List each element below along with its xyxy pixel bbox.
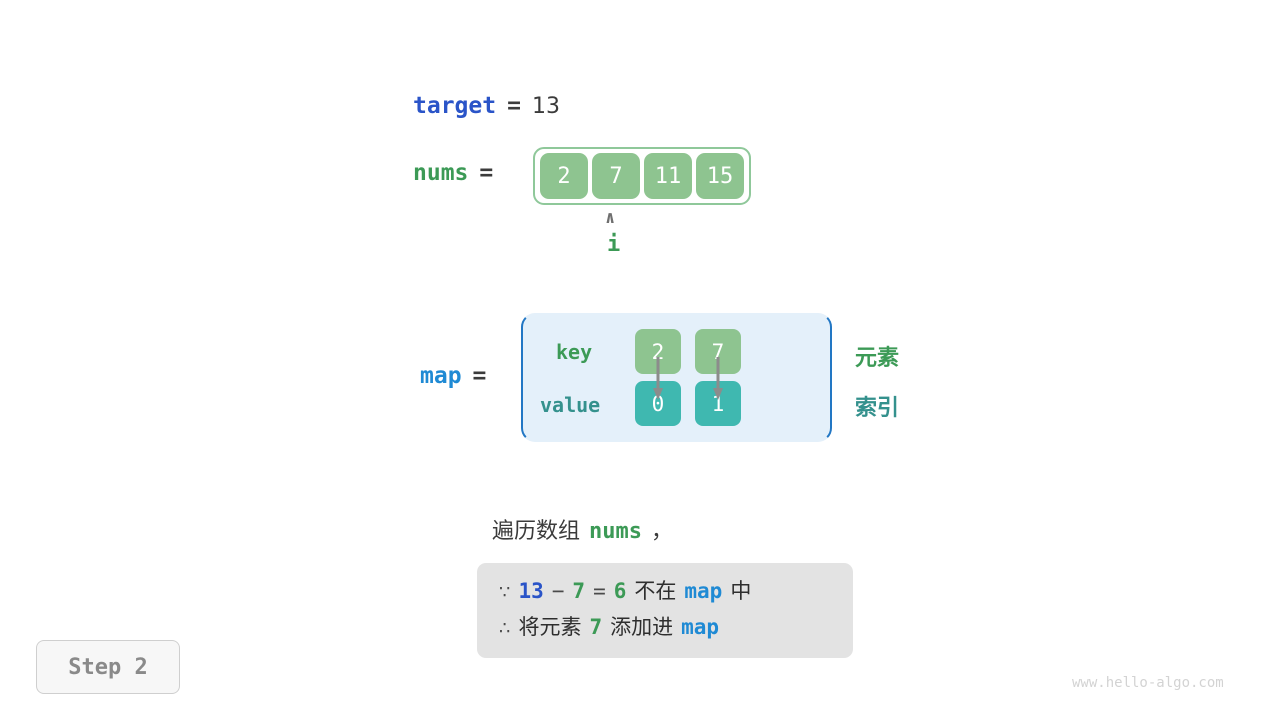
callout-line-1: ∵ 13 − 7 = 6 不在 map 中	[499, 574, 831, 610]
callout-result: 6	[613, 579, 627, 603]
map-mapping-arrow-icon	[653, 357, 663, 400]
description-code: nums	[589, 519, 642, 544]
nums-declaration: nums =	[413, 160, 493, 186]
array-cell: 15	[696, 153, 744, 199]
callout-equals-sign: =	[593, 579, 606, 603]
step-badge: Step 2	[36, 640, 180, 694]
pointer-index-label: i	[607, 232, 621, 257]
map-declaration: map =	[420, 363, 486, 389]
target-value: 13	[531, 94, 560, 119]
map-note-element: 元素	[855, 346, 900, 371]
callout-minus-sign: −	[551, 579, 565, 603]
pointer-caret-icon: ∧	[605, 208, 616, 228]
map-grid: key value 2 7 0 1	[521, 313, 832, 442]
callout2-value: 7	[589, 614, 603, 639]
map-row-label-value: value	[540, 393, 601, 417]
callout-text-end: 中	[730, 579, 752, 603]
watermark: www.hello-algo.com	[1072, 675, 1224, 691]
nums-equals-sign: =	[479, 160, 494, 186]
callout-operand-a: 13	[518, 579, 544, 603]
callout-map-ref: map	[684, 579, 723, 603]
callout-operand-b: 7	[572, 579, 586, 603]
nums-array-container: 2 7 11 15	[533, 147, 751, 205]
target-variable-name: target	[413, 93, 497, 119]
callout2-text-mid: 添加进	[610, 614, 674, 639]
because-symbol-icon: ∵	[499, 582, 511, 603]
map-mapping-arrow-icon	[713, 357, 723, 400]
therefore-symbol-icon: ∴	[499, 617, 511, 639]
callout2-text-start: 将元素	[518, 614, 582, 639]
array-cell: 7	[592, 153, 640, 199]
map-equals-sign: =	[472, 363, 487, 389]
target-declaration: target = 13	[413, 93, 560, 119]
map-value-cell: 0	[635, 381, 681, 426]
description-suffix: ，	[651, 519, 674, 544]
map-note-index: 索引	[855, 396, 900, 421]
array-cell: 11	[644, 153, 692, 199]
target-equals-sign: =	[507, 93, 521, 119]
map-row-label-key: key	[556, 340, 593, 364]
callout-text-mid: 不在	[634, 579, 677, 603]
nums-variable-name: nums	[413, 160, 469, 186]
array-cell: 2	[540, 153, 588, 199]
reasoning-callout: ∵ 13 − 7 = 6 不在 map 中 ∴ 将元素 7 添加进 map	[477, 563, 853, 659]
callout-line-2: ∴ 将元素 7 添加进 map	[499, 610, 831, 646]
map-variable-name: map	[420, 363, 462, 389]
description-line: 遍历数组 nums ，	[492, 513, 673, 545]
description-prefix: 遍历数组	[492, 519, 581, 544]
callout2-map-ref: map	[681, 614, 720, 639]
